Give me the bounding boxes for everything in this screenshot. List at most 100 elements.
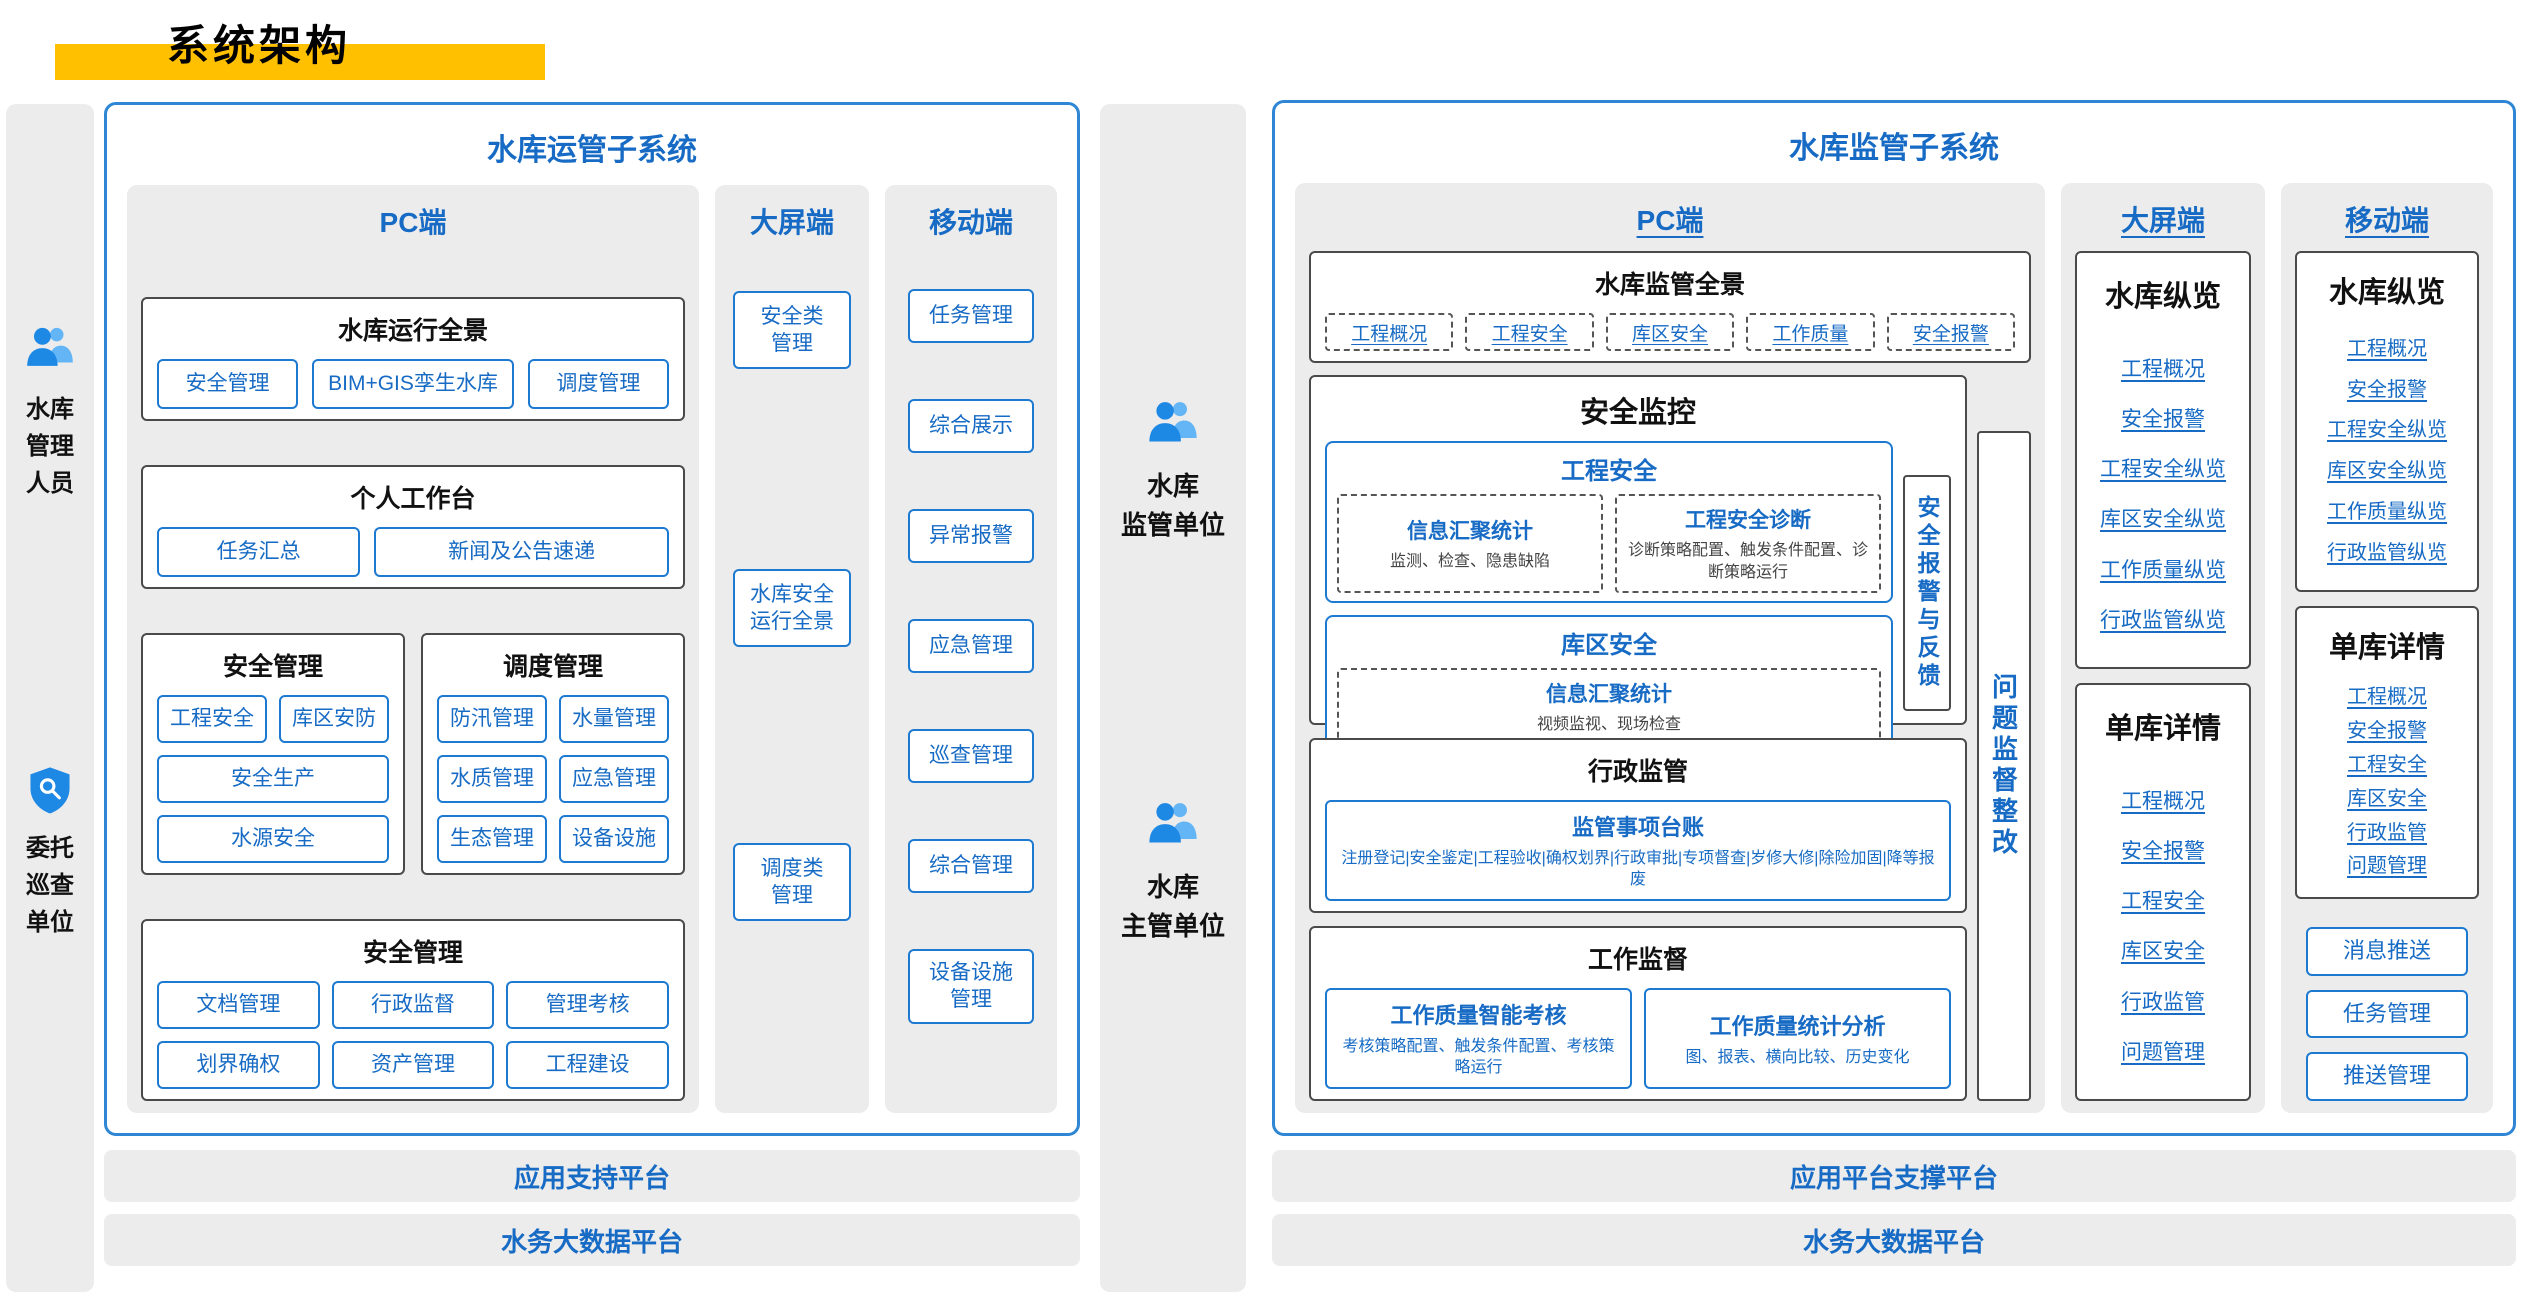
card-quality-statistics: 工作质量统计分析 图、报表、横向比较、历史变化 [1644, 987, 1951, 1089]
group-single-reservoir-detail: 单库详情 工程概况 安全报警 工程安全 库区安全 行政监管 问题管理 [2295, 606, 2479, 900]
card-title: 信息汇聚统计 [1546, 683, 1672, 707]
sup-mobile-panel: 移动端 水库纵览 工程概况 安全报警 工程安全纵览 库区安全纵览 工作质量纵览 … [2281, 183, 2493, 1113]
ops-mobile-buttons: 任务管理 综合展示 异常报警 应急管理 巡查管理 综合管理 设备设施 管理 [899, 253, 1043, 1024]
subgroup-reservoir-area-safety: 库区安全 信息汇聚统计 视频监视、现场检查 [1325, 615, 1893, 756]
node-button: 生态管理 [437, 815, 547, 863]
shield-search-icon [25, 765, 75, 820]
sup-bigscreen-label: 大屏端 [2120, 205, 2205, 236]
node-button: 巡查管理 [908, 729, 1034, 783]
role-label-line: 水库 [26, 396, 74, 423]
node-button: 安全生产 [157, 755, 389, 803]
node-button: 文档管理 [157, 981, 320, 1029]
list-item: 库区安全纵览 [2100, 508, 2226, 532]
users-icon [1145, 797, 1201, 858]
ops-mobile-label: 移动端 [928, 207, 1013, 238]
ops-bigscreen-label: 大屏端 [749, 207, 834, 238]
group-title: 调度管理 [502, 653, 603, 681]
node-button: 调度类 管理 [733, 843, 851, 921]
sup-pc-label: PC端 [1636, 205, 1704, 236]
card-quality-assessment: 工作质量智能考核 考核策略配置、触发条件配置、考核策略运行 [1325, 987, 1632, 1089]
card-safety-diagnosis: 工程安全诊断 诊断策略配置、触发条件配置、诊断策略运行 [1615, 494, 1881, 594]
node-button: 工程建设 [506, 1041, 669, 1089]
role-label-line: 单位 [26, 908, 74, 936]
list-item: 工作质量纵览 [2327, 500, 2447, 523]
panorama-items: 工程概况 工程安全 库区安全 工作质量 安全报警 [1325, 313, 2016, 351]
role-label-line: 巡查 [26, 871, 74, 899]
card-supervision-ledger: 监管事项台账 注册登记|安全鉴定|工程验收|确权划界|行政审批|专项督查|岁修大… [1325, 799, 1951, 901]
sup-pc-main: 安全监控 工程安全 信息汇聚统计 监测、检查、隐患缺陷 [1309, 375, 2031, 1101]
group-title: 安全监控 [1579, 397, 1696, 429]
list-item: 问题管理 [2121, 1040, 2205, 1064]
panorama-item: 工作质量 [1746, 313, 1875, 351]
ops-columns: PC端 水库运行全景 安全管理 BIM+GIS孪生水库 调度管理 个人工作台 任… [127, 185, 1057, 1113]
link-list: 工程概况 安全报警 工程安全纵览 库区安全纵览 工作质量纵览 行政监管纵览 [2311, 321, 2463, 580]
node-button: 安全管理 [157, 359, 299, 409]
role-label-line: 主管单位 [1120, 911, 1225, 941]
ops-subsystem: 水库运管子系统 PC端 水库运行全景 安全管理 BIM+GIS孪生水库 调度管理… [104, 102, 1080, 1136]
group-dispatch-management: 调度管理 防汛管理 水量管理 水质管理 应急管理 生态管理 设备设施 [421, 633, 685, 875]
role-label: 水库 监管单位 [1121, 467, 1225, 545]
card-info-aggregation: 信息汇聚统计 监测、检查、隐患缺陷 [1337, 494, 1603, 594]
title-highlight-bar [55, 44, 545, 80]
list-item: 工程概况 [2121, 789, 2205, 813]
role-label-line: 委托 [26, 834, 74, 862]
list-item: 工程安全纵览 [2327, 419, 2447, 442]
group-safety-management: 安全管理 工程安全 库区安防 安全生产 水源安全 [141, 633, 405, 875]
page-title-text: 系统架构 [167, 22, 352, 69]
panorama-item: 库区安全 [1605, 313, 1735, 351]
list-item: 工作质量纵览 [2100, 558, 2226, 582]
group-work-supervision: 工作监督 工作质量智能考核 考核策略配置、触发条件配置、考核策略运行 工作质量统… [1309, 925, 1967, 1101]
node-button: 设备设施 [559, 815, 669, 863]
node-button: 任务管理 [908, 289, 1034, 343]
role-competent-unit: 水库 主管单位 [1121, 797, 1225, 946]
node-button: 防汛管理 [437, 695, 547, 743]
issue-supervision-rectification-bar: 问题监督整改 [1977, 431, 2031, 1101]
group-buttons: 文档管理 行政监督 管理考核 划界确权 资产管理 工程建设 [157, 981, 669, 1089]
node-button: 综合管理 [908, 839, 1034, 893]
link-list: 工程概况 安全报警 工程安全纵览 库区安全纵览 工作质量纵览 行政监管纵览 [2091, 333, 2235, 657]
sup-columns: PC端 水库监管全景 工程概况 工程安全 库区安全 工作质量 安全报警 安全监控 [1295, 183, 2493, 1113]
node-button: 管理考核 [506, 981, 669, 1029]
group-reservoir-overview: 水库纵览 工程概况 安全报警 工程安全纵览 库区安全纵览 工作质量纵览 行政监管… [2295, 251, 2479, 593]
left-role-rail: 水库 管理 人员 委托 巡查 单位 [6, 104, 94, 1292]
group-buttons: 任务汇总 新闻及公告速递 [157, 527, 669, 577]
role-label-line: 监管单位 [1120, 510, 1225, 540]
ops-pc-label: PC端 [379, 207, 447, 238]
group-title: 行政监管 [1587, 757, 1688, 786]
role-label: 水库 主管单位 [1121, 868, 1225, 946]
node-button: 行政监督 [331, 981, 495, 1029]
node-button: 水质管理 [437, 755, 547, 803]
list-item: 行政监管纵览 [2327, 541, 2447, 564]
list-item: 库区安全 [2121, 940, 2205, 964]
card-row: 工作质量智能考核 考核策略配置、触发条件配置、考核策略运行 工作质量统计分析 图… [1325, 987, 1951, 1089]
node-button: 任务管理 [2306, 989, 2468, 1039]
group-administrative-supervision: 行政监管 监管事项台账 注册登记|安全鉴定|工程验收|确权划界|行政审批|专项督… [1309, 737, 1967, 913]
card-title: 工作质量统计分析 [1709, 1013, 1886, 1039]
group-single-reservoir-detail: 单库详情 工程概况 安全报警 工程安全 库区安全 行政监管 问题管理 [2075, 683, 2251, 1101]
monitor-row: 工程安全 信息汇聚统计 监测、检查、隐患缺陷 工程安全诊断 [1325, 441, 1951, 756]
panorama-item: 工程安全 [1465, 313, 1594, 351]
node-button: 库区安防 [279, 695, 389, 743]
node-button: 推送管理 [2306, 1052, 2468, 1101]
role-label-line: 管理 [26, 433, 74, 461]
card-desc: 考核策略配置、触发条件配置、考核策略运行 [1342, 1037, 1615, 1077]
card-title: 监管事项台账 [1571, 814, 1704, 840]
list-item: 库区安全纵览 [2327, 460, 2447, 482]
sup-mobile-label: 移动端 [2344, 205, 2429, 236]
node-button: 任务汇总 [157, 527, 361, 577]
role-label-line: 人员 [26, 470, 74, 498]
monitor-column: 工程安全 信息汇聚统计 监测、检查、隐患缺陷 工程安全诊断 [1325, 441, 1893, 756]
subgroup-title: 库区安全 [1561, 632, 1657, 660]
role-label: 委托 巡查 单位 [26, 830, 74, 942]
list-item: 工程安全 [2347, 753, 2427, 776]
list-item: 安全报警 [2347, 720, 2427, 742]
node-button: 水源安全 [157, 815, 389, 863]
role-supervision-unit: 水库 监管单位 [1121, 396, 1225, 545]
group-title: 安全管理 [222, 653, 323, 681]
card-desc: 视频监视、现场检查 [1536, 716, 1681, 734]
card-desc: 监测、检查、隐患缺陷 [1389, 552, 1550, 570]
node-button: BIM+GIS孪生水库 [312, 359, 514, 409]
page-title: 系统架构 [55, 12, 545, 84]
card-title: 工作质量智能考核 [1390, 1002, 1567, 1028]
